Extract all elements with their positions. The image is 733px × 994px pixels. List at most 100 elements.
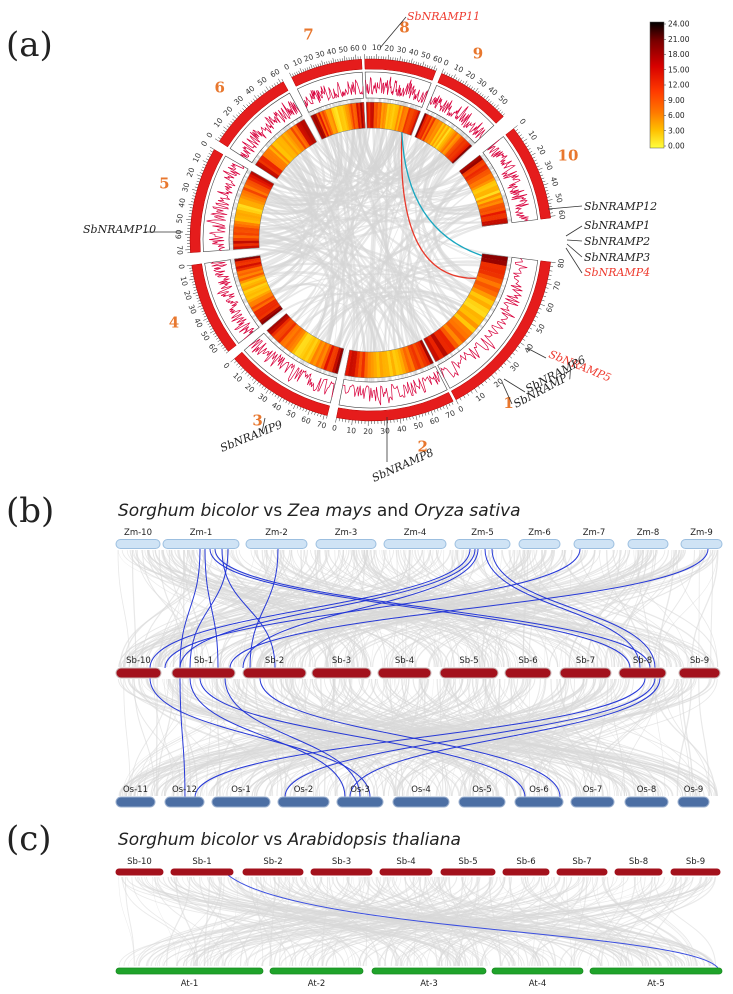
- legend-label: 15.00: [668, 65, 690, 74]
- sb-chromosome-c: [502, 868, 550, 876]
- sb-chromosome-c-label: Sb-2: [263, 857, 282, 867]
- panel-c-nramp-links: [227, 874, 719, 969]
- sb-chromosome-c: [670, 868, 721, 876]
- tick-label: 10: [346, 426, 357, 436]
- sb-chromosome-c: [440, 868, 496, 876]
- os-chromosome-label: Os-7: [583, 785, 603, 795]
- zm-chromosome: [115, 539, 161, 549]
- tick-label: 0: [518, 117, 528, 126]
- tick-label: 10: [291, 56, 303, 68]
- zm-chromosome-label: Zm-1: [190, 528, 213, 538]
- sb-chromosome: [171, 667, 236, 679]
- zm-chromosome-label: Zm-7: [583, 528, 606, 538]
- legend-label: 9.00: [668, 96, 685, 105]
- os-chromosome: [164, 796, 205, 808]
- tick-label: 30: [314, 49, 326, 60]
- nramp-ortholog-link: [484, 548, 641, 669]
- tick-label: 40: [549, 176, 561, 188]
- tick-label: 20: [182, 290, 193, 302]
- chromosome-10-ideogram: [505, 128, 551, 220]
- chromosome-7-ideogram: [291, 58, 363, 87]
- legend-label: 21.00: [668, 35, 690, 44]
- tick-label: 20: [384, 43, 395, 53]
- chromosome-number-3: 3: [252, 411, 262, 429]
- panel-label-a: (a): [6, 25, 53, 65]
- sb-chromosome-c-label: Sb-3: [332, 857, 351, 867]
- gene-label-sbnramp4: SbNRAMP4: [584, 266, 650, 279]
- tick-label: 0: [283, 62, 291, 72]
- tick-label: 20: [185, 166, 197, 178]
- chromosome-9-ideogram: [437, 73, 504, 124]
- tick-label: 30: [508, 360, 521, 373]
- zm-chromosome-label: Zm-5: [471, 528, 494, 538]
- tick-label: 50: [338, 44, 349, 54]
- sb-chromosome-c-label: Sb-4: [396, 857, 415, 867]
- tick-label: 10: [452, 62, 465, 74]
- chromosome-number-1: 1: [503, 394, 513, 412]
- os-chromosome-label: Os-9: [684, 785, 704, 795]
- sb-chromosome-label: Sb-7: [576, 656, 595, 666]
- tick-label: 30: [380, 426, 390, 436]
- tick-label: 30: [187, 303, 199, 315]
- os-chromosome-label: Os-8: [637, 785, 657, 795]
- at-chromosome: [589, 967, 723, 975]
- at-chromosome-label: At-4: [529, 979, 546, 989]
- sb-chromosome-c: [242, 868, 304, 876]
- gene-label-sbnramp3: SbNRAMP3: [584, 251, 650, 264]
- tick-label: 60: [174, 229, 183, 239]
- zm-chromosome: [162, 539, 240, 549]
- legend-color-bar: [649, 21, 665, 149]
- nramp-ortholog-link: [229, 548, 709, 669]
- chromosome-number-4: 4: [169, 314, 179, 332]
- panel-b-nramp-links: [149, 548, 709, 798]
- tick-label: 60: [269, 67, 282, 80]
- nramp-ortholog-link: [149, 548, 471, 669]
- link-sbnramp11-sbnramp4: [401, 132, 483, 257]
- at-chromosome-label: At-3: [420, 979, 437, 989]
- zm-chromosome: [573, 539, 615, 549]
- zm-chromosome-label: Zm-4: [404, 528, 427, 538]
- tick-label: 30: [475, 76, 488, 89]
- gene-label-sbnramp9: SbNRAMP9: [218, 418, 284, 455]
- tick-label: 50: [175, 213, 185, 224]
- gene-label-sbnramp8: SbNRAMP8: [370, 446, 436, 485]
- chromosome-2-ideogram: [336, 392, 454, 422]
- legend-label: 24.00: [668, 20, 690, 29]
- nramp-ortholog-link: [209, 548, 631, 669]
- tick-label: 10: [212, 116, 225, 129]
- sb-chromosome: [678, 667, 721, 679]
- tick-label: 30: [543, 159, 555, 171]
- nramp-ortholog-link: [199, 677, 526, 798]
- tick-label: 10: [191, 151, 203, 164]
- tick-label: 20: [464, 69, 477, 82]
- tick-label: 30: [180, 181, 191, 193]
- sb-chromosome-c-label: Sb-5: [458, 857, 477, 867]
- zm-chromosome-label: Zm-3: [335, 528, 358, 538]
- tick-label: 50: [534, 322, 547, 335]
- zm-chromosome-label: Zm-10: [124, 528, 152, 538]
- sb-chromosome-c-label: Sb-6: [516, 857, 535, 867]
- tick-label: 10: [179, 276, 190, 287]
- sb-chromosome: [559, 667, 612, 679]
- sb-chromosome-label: Sb-9: [690, 656, 709, 666]
- sb-chromosome-label: Sb-4: [395, 656, 414, 666]
- link-sbnramp11-sbnramp5: [400, 132, 477, 279]
- os-chromosome: [624, 796, 669, 808]
- tick-label: 40: [192, 317, 204, 330]
- chromosome-number-5: 5: [159, 175, 169, 193]
- chromosome-1-ideogram: [450, 260, 551, 401]
- os-chromosome-label: Os-3: [350, 785, 370, 795]
- zm-chromosome: [454, 539, 511, 549]
- nramp-ortholog-link: [149, 677, 371, 798]
- chromosome-number-8: 8: [399, 19, 409, 37]
- tick-label: 60: [429, 415, 441, 427]
- tick-label: 20: [303, 52, 315, 64]
- os-chromosome: [211, 796, 271, 808]
- os-chromosome-label: Os-2: [294, 785, 314, 795]
- sb-chromosome-c-label: Sb-9: [686, 857, 705, 867]
- os-chromosome: [392, 796, 450, 808]
- at-chromosome: [491, 967, 584, 975]
- tick-label: 70: [316, 419, 328, 430]
